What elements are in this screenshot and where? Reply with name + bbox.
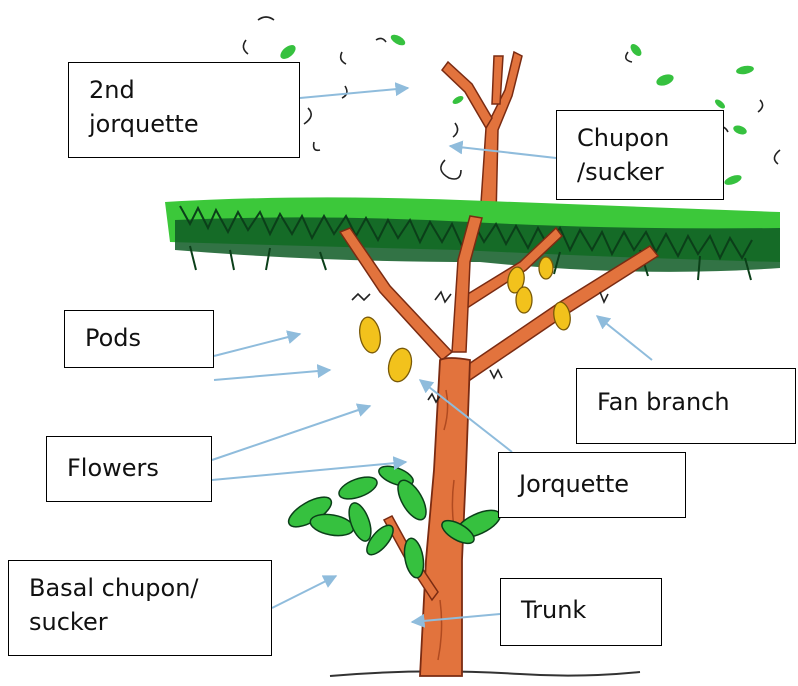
arrow-basal-chupon — [272, 576, 336, 608]
label-2nd-jorquette: 2nd jorquette — [68, 62, 300, 158]
arrow-chupon — [450, 146, 556, 158]
label-pods: Pods — [64, 310, 214, 368]
label-jorquette: Jorquette — [498, 452, 686, 518]
label-trunk: Trunk — [500, 578, 662, 646]
arrow-flowers-1 — [212, 406, 370, 460]
ground-line — [330, 671, 640, 676]
label-flowers: Flowers — [46, 436, 212, 502]
arrow-pods-1 — [214, 334, 300, 356]
chupon-stem — [442, 52, 522, 218]
label-basal-chupon-sucker: Basal chupon/ sucker — [8, 560, 272, 656]
arrow-flowers-2 — [212, 462, 406, 480]
label-chupon-sucker: Chupon /sucker — [556, 110, 724, 200]
label-fan-branch: Fan branch — [576, 368, 796, 444]
arrow-2nd-jorquette — [300, 88, 408, 98]
arrow-pods-2 — [214, 370, 330, 380]
arrow-fan-branch — [597, 316, 652, 360]
